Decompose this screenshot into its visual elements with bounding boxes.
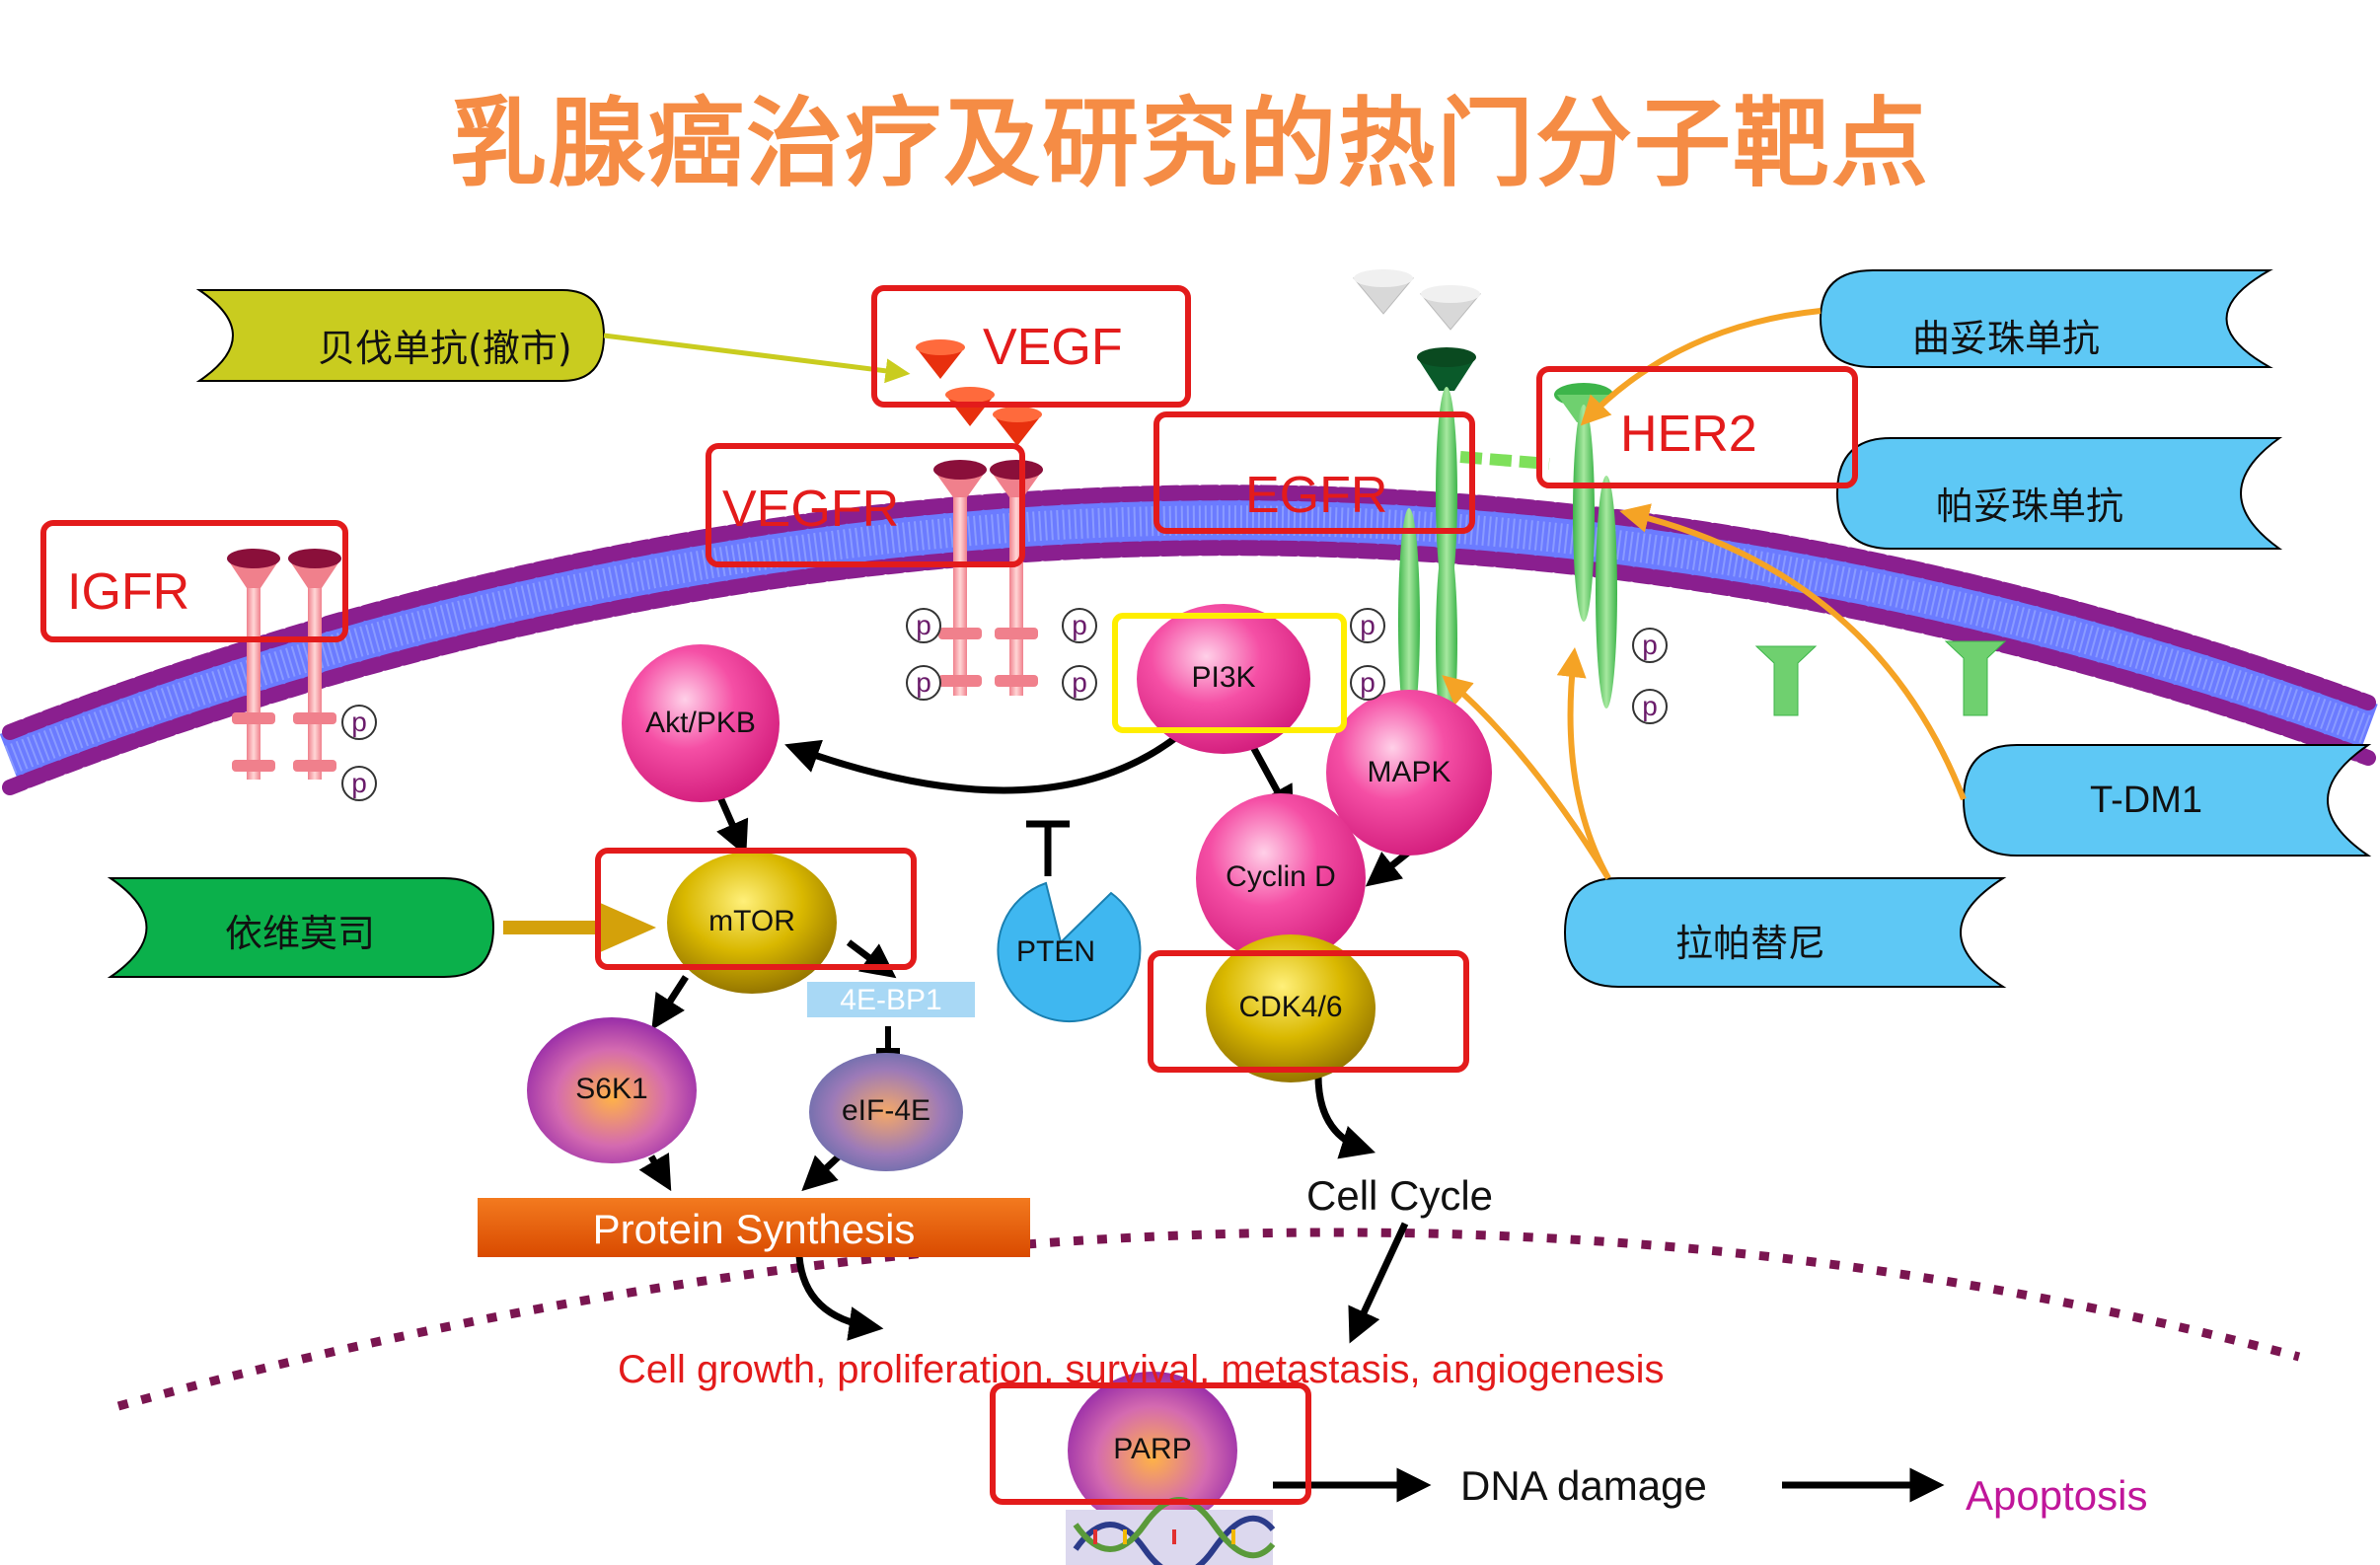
phospho-mark: p <box>341 705 377 740</box>
pertuzumab-shape[interactable] <box>1835 437 2283 550</box>
bp1-box <box>807 982 975 1017</box>
egfr-label: EGFR <box>1245 467 1388 524</box>
cdk-node <box>1206 934 1376 1082</box>
protein-synthesis-bar <box>478 1198 1030 1257</box>
egfr-receptor <box>1398 347 1550 748</box>
phospho-mark: p <box>1632 689 1668 724</box>
apoptosis-label: Apoptosis <box>1966 1472 2148 1519</box>
eif4e-label: eIF-4E <box>841 1094 931 1127</box>
akt-label: Akt/PKB <box>645 707 756 739</box>
pi3k-to-akt-arrow <box>784 732 1182 794</box>
eif4e-node <box>809 1053 963 1171</box>
akt-node <box>622 644 780 802</box>
everolimus-label[interactable]: 依维莫司 <box>225 912 376 955</box>
bevacizumab-label[interactable]: 贝伐单抗(撤市) <box>318 327 572 370</box>
dna-helix-icon <box>1066 1497 1276 1565</box>
pi3k-label: PI3K <box>1191 661 1256 694</box>
highlight-boxes <box>40 285 1858 1505</box>
egf-ligands <box>1352 269 1482 331</box>
cyclind-node <box>1196 793 1366 963</box>
her2-label: HER2 <box>1620 406 1757 463</box>
pten-shape <box>997 881 1142 1023</box>
cell-growth-label: Cell growth, proliferation, survival, me… <box>618 1348 1665 1391</box>
vegf-label: VEGF <box>983 319 1123 376</box>
parp-node <box>1068 1372 1237 1529</box>
s6k1-label: S6K1 <box>575 1073 648 1105</box>
igfr-label: IGFR <box>67 563 190 621</box>
vegf-highlight <box>871 285 1191 408</box>
bevacizumab-shape[interactable] <box>195 289 606 382</box>
trastuzumab-label[interactable]: 曲妥珠单抗 <box>1912 317 2101 360</box>
mtor-to-s6k1-arrow <box>651 975 689 1030</box>
everolimus-shape[interactable] <box>107 877 495 978</box>
nuclear-boundary <box>116 1228 2301 1411</box>
mapk-label: MAPK <box>1367 756 1451 788</box>
lapatinib-label[interactable]: 拉帕替尼 <box>1675 922 1826 965</box>
phospho-mark: p <box>906 608 941 643</box>
parp-highlight <box>990 1382 1311 1505</box>
cdk-highlight <box>1148 950 1469 1073</box>
vegfr-highlight <box>706 443 1025 567</box>
vegfr-label: VEGFR <box>722 481 900 538</box>
trastuzumab-shape[interactable] <box>1819 269 2273 368</box>
igfr-receptor <box>227 549 341 780</box>
small-receptors <box>1754 640 2007 716</box>
pi3k-node <box>1137 604 1310 754</box>
phospho-mark: p <box>1062 608 1097 643</box>
lapatinib-arrow-egfr <box>1442 675 1611 880</box>
bevacizumab-arrow <box>603 333 911 384</box>
phospho-mark: p <box>341 766 377 801</box>
s6k1-to-protein-arrow <box>638 1153 672 1192</box>
everolimus-arrowhead <box>598 902 656 953</box>
eif4e-to-protein-arrow <box>801 1154 842 1192</box>
mtor-label: mTOR <box>708 905 795 937</box>
igfr-highlight <box>40 520 348 642</box>
pi3k-highlight <box>1112 613 1347 733</box>
pten-label: PTEN <box>1015 935 1095 968</box>
cell-membrane <box>0 484 2378 795</box>
cellcycle-to-growth-arrow <box>1348 1222 1409 1344</box>
cdk-label: CDK4/6 <box>1238 991 1343 1023</box>
akt-to-mtor-arrow <box>716 795 749 857</box>
dna-damage-label: DNA damage <box>1460 1462 1707 1509</box>
protein-to-growth-arrow <box>795 1255 884 1341</box>
cdk-to-cellcycle-arrow <box>1314 1075 1376 1159</box>
tdm1-label[interactable]: T-DM1 <box>2090 780 2202 821</box>
phospho-mark: p <box>1062 665 1097 701</box>
cell-cycle-label: Cell Cycle <box>1306 1172 1494 1219</box>
pertuzumab-arrow <box>1619 503 1967 801</box>
lapatinib-shape[interactable] <box>1563 877 2007 988</box>
phospho-mark: p <box>1350 665 1385 701</box>
bp1-label: 4E-BP1 <box>840 984 942 1016</box>
mapk-node <box>1326 690 1492 856</box>
egfr-highlight <box>1153 411 1475 534</box>
phospho-mark: p <box>906 665 941 701</box>
phospho-mark: p <box>1632 628 1668 663</box>
mtor-node <box>667 852 837 994</box>
parp-label: PARP <box>1113 1433 1192 1465</box>
page-title: 乳腺癌治疗及研究的热门分子靶点 <box>449 88 1930 200</box>
mtor-highlight <box>595 848 917 970</box>
her2-highlight <box>1536 366 1858 488</box>
pertuzumab-label[interactable]: 帕妥珠单抗 <box>1936 484 2124 528</box>
tdm1-shape[interactable] <box>1962 744 2372 857</box>
s6k1-node <box>527 1017 697 1163</box>
protein-synthesis-label: Protein Synthesis <box>592 1206 916 1252</box>
phospho-mark: p <box>1350 608 1385 643</box>
trastuzumab-arrow <box>1580 308 1822 426</box>
cyclind-label: Cyclin D <box>1226 860 1336 893</box>
